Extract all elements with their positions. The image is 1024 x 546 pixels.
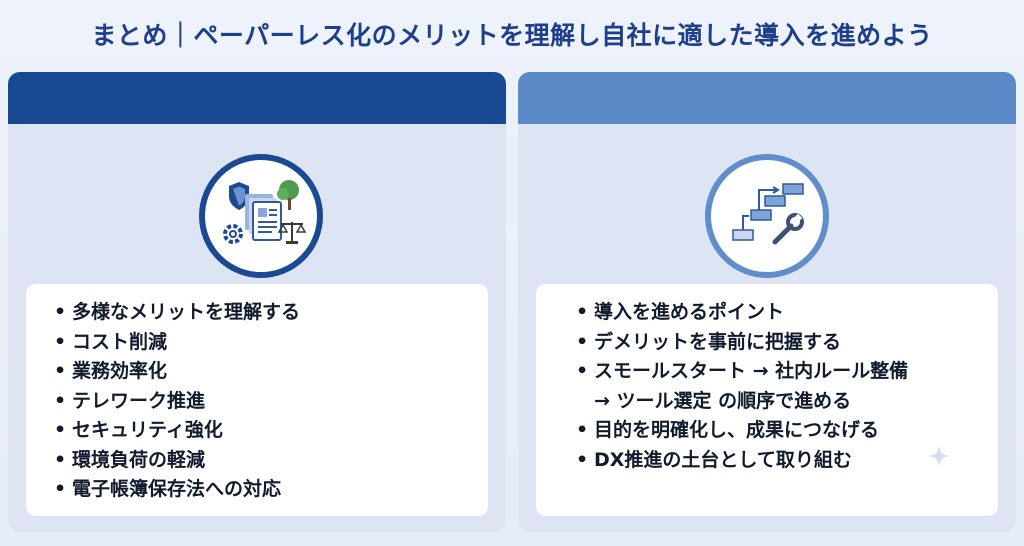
list-item-text: セキュリティ強化 — [72, 419, 223, 441]
bullet-icon: • — [54, 330, 67, 353]
list-item: •スモールスタート → 社内ルール整備 → ツール選定 の順序で進める — [574, 357, 998, 416]
bullet-icon: • — [576, 419, 589, 441]
list-item-text: 目的を明確化し、成果につなげる — [594, 419, 880, 441]
list-item: •導入を進めるポイント — [574, 298, 998, 328]
list-item-text: テレワーク推進 — [72, 389, 206, 412]
right-panel-header — [518, 72, 1016, 124]
list-item: •DX推進の土台として取り組む — [574, 446, 998, 476]
list-item: •多様なメリットを理解する — [52, 298, 488, 328]
list-item-text: デメリットを事前に把握する — [594, 330, 842, 353]
left-panel: •多様なメリットを理解する•コスト削減•業務効率化•テレワーク推進•セキュリティ… — [8, 72, 506, 532]
page-title: まとめ｜ペーパーレス化のメリットを理解し自社に適した導入を進めよう — [91, 21, 933, 50]
list-item-text: 環境負荷の軽減 — [72, 448, 206, 471]
bullet-icon: • — [576, 330, 589, 353]
list-item: •デメリットを事前に把握する — [574, 328, 998, 358]
right-list-card: •導入を進めるポイント•デメリットを事前に把握する•スモールスタート → 社内ル… — [536, 284, 998, 516]
bullet-icon: • — [54, 389, 67, 412]
bullet-icon: • — [54, 448, 67, 471]
bullet-icon: • — [54, 478, 67, 500]
list-item-text: 多様なメリットを理解する — [72, 301, 301, 323]
list-item: •テレワーク推進 — [52, 387, 488, 417]
list-item: •セキュリティ強化 — [52, 416, 488, 446]
list-item-text: 業務効率化 — [72, 360, 168, 382]
list-item-text: 導入を進めるポイント — [594, 301, 785, 323]
list-item: •環境負荷の軽減 — [52, 446, 488, 476]
bullet-icon: • — [54, 419, 67, 441]
bullet-icon: • — [54, 360, 67, 382]
bullet-icon: • — [576, 301, 589, 323]
list-item: •目的を明確化し、成果につなげる — [574, 416, 998, 446]
bullet-icon: • — [54, 301, 67, 323]
documents-security-icon — [199, 154, 323, 278]
left-list-card: •多様なメリットを理解する•コスト削減•業務効率化•テレワーク推進•セキュリティ… — [26, 284, 488, 516]
sparkle-icon — [928, 445, 950, 467]
list-item: •コスト削減 — [52, 328, 488, 358]
bullet-icon: • — [576, 448, 589, 471]
list-item-continuation: → ツール選定 の順序で進める — [594, 389, 852, 412]
flow-steps-icon — [705, 154, 829, 278]
documents-security-icon-graphic — [223, 180, 307, 244]
list-item-text: DX推進の土台として取り組む — [594, 448, 852, 471]
list-item: •業務効率化 — [52, 357, 488, 387]
flow-steps-icon-graphic — [732, 183, 804, 245]
bullet-icon: • — [576, 360, 589, 382]
list-item-text: スモールスタート → 社内ルール整備 — [594, 360, 909, 382]
left-panel-header — [8, 72, 506, 124]
list-item: •電子帳簿保存法への対応 — [52, 475, 488, 505]
list-item-text: コスト削減 — [72, 330, 168, 353]
list-item-text: 電子帳簿保存法への対応 — [72, 478, 282, 500]
